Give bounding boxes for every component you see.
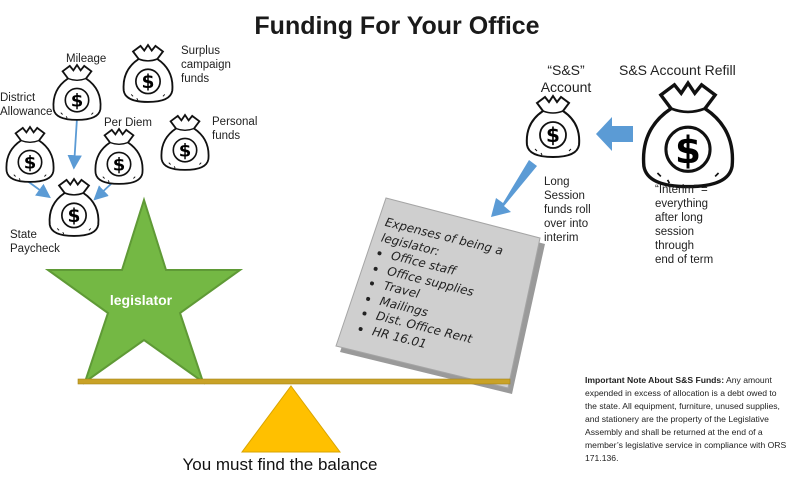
long-session-line: funds roll (544, 204, 591, 216)
arrow-perdiem-to-paycheck (93, 182, 113, 201)
interim-line: “Interim” = (655, 184, 708, 196)
interim-line: session (655, 226, 694, 238)
note-body: Any amount expended in excess of allocat… (585, 375, 787, 463)
long-session-label: Long Session funds roll over into interi… (544, 175, 591, 245)
surplus-label-line: campaign (181, 59, 231, 71)
ss-account-bag-icon: $ (525, 95, 581, 158)
surplus-label: Surplus campaign funds (181, 44, 231, 86)
district-label: District Allowance (0, 91, 52, 119)
important-note: Important Note About S&S Funds: Any amou… (585, 374, 789, 465)
legislator-label: legislator (110, 292, 173, 308)
state-paycheck-line: Paycheck (10, 243, 60, 255)
note-heading: Important Note About S&S Funds: (585, 375, 725, 385)
personal-label-line: Personal (212, 116, 258, 128)
interim-line: end of term (655, 254, 714, 266)
bag-dollar-text: $ (24, 152, 37, 173)
surplus-label-line: Surplus (181, 45, 220, 57)
ss-account-label: “S&S” Account (535, 62, 597, 96)
personal-label-line: funds (212, 130, 241, 142)
arrow-mileage-to-paycheck (67, 117, 82, 170)
bag-dollar-text: $ (142, 72, 155, 93)
surplus-label-line: funds (181, 73, 210, 85)
arrow-refill-to-account (596, 117, 633, 151)
long-session-line: Long (544, 176, 570, 188)
state-paycheck-label: State Paycheck (10, 228, 60, 256)
interim-line: everything (655, 198, 709, 210)
mileage-label: Mileage (66, 53, 107, 65)
perdiem-bag-icon: $ (94, 128, 144, 185)
district-label-line: Allowance (0, 106, 53, 118)
ss-refill-bag-icon: $ (641, 81, 735, 189)
balance-beam (77, 378, 511, 385)
district-label-line: District (0, 92, 36, 104)
ss-account-line: “S&S” (547, 62, 585, 78)
long-session-line: Session (544, 190, 585, 202)
state-paycheck-line: State (10, 229, 37, 241)
interim-label: “Interim” = everything after long sessio… (655, 183, 713, 267)
personal-label: Personal funds (212, 115, 257, 143)
surplus-bag-icon: $ (122, 44, 174, 103)
expense-paper (335, 197, 541, 389)
page-title: Funding For Your Office (254, 12, 540, 40)
bag-dollar-text: $ (546, 123, 560, 147)
district-bag-icon: $ (5, 126, 55, 183)
long-session-line: interim (544, 232, 579, 244)
interim-line: through (655, 240, 695, 252)
long-session-line: over into (544, 218, 589, 230)
bag-dollar-text: $ (71, 90, 84, 111)
interim-line: after long (655, 212, 703, 224)
bag-dollar-text: $ (675, 128, 701, 172)
ss-refill-label: S&S Account Refill (619, 62, 736, 78)
bag-dollar-text: $ (113, 154, 126, 175)
personal-bag-icon: $ (160, 114, 210, 171)
per-diem-label: Per Diem (104, 117, 152, 129)
arrow-account-to-expenses (491, 160, 537, 217)
ss-account-line: Account (540, 79, 592, 95)
bag-dollar-text: $ (68, 206, 81, 227)
legislator-star (44, 196, 244, 385)
fulcrum-triangle (241, 385, 341, 453)
bag-dollar-text: $ (179, 140, 192, 161)
mileage-bag-icon: $ (52, 64, 102, 121)
paycheck-bag-icon: $ (48, 178, 100, 237)
balance-caption: You must find the balance (182, 455, 378, 474)
